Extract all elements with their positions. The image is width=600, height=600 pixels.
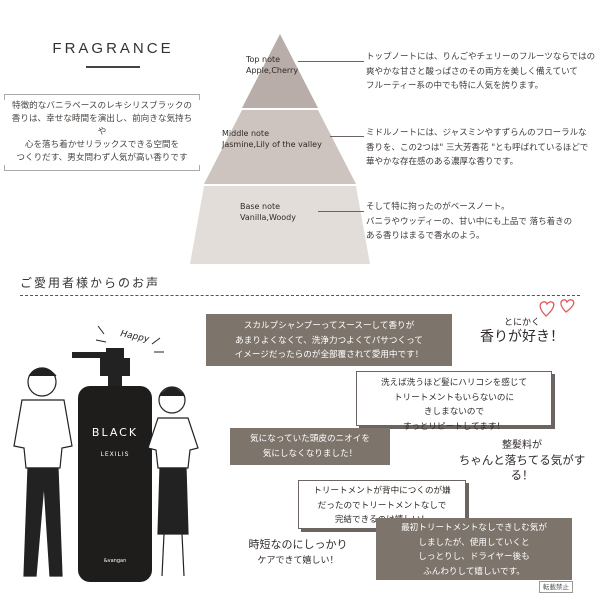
middle-note-label: Middle note Jasmine,Lily of the valley <box>222 128 322 150</box>
review-line: ふんわりして嬉しいです。 <box>423 566 525 577</box>
review-line: イメージだったらのが全部覆されて愛用中です！ <box>234 350 424 360</box>
top-note-title: Top note <box>246 55 281 64</box>
description-line: 華やかな存在感のある濃厚な香りです。 <box>366 157 519 167</box>
bottle-maker-text: &vangan <box>104 558 127 564</box>
shampoo-bottle: BLACK LEXILIS &vangan <box>72 348 152 582</box>
review-line: きしまないので <box>423 407 485 417</box>
base-note-description: そして特に拘ったのがベースノート。 バニラやウッディーの、甘い中にも上品で 落ち… <box>366 200 596 244</box>
description-line: トップノートには、りんごやチェリーのフルーツならではの <box>366 52 596 62</box>
review-card: 洗えば洗うほど髪にハリコシを感じて トリートメントもいらないのに きしまないので… <box>356 371 552 432</box>
voices-section-divider <box>20 295 580 296</box>
review-card: スカルプシャンプーってスースーして香りが あまりよくなくて、洗浄力つよくてパサつ… <box>206 314 452 366</box>
review-line: しましたが、使用していくと <box>418 537 530 548</box>
description-line: 香りは、幸せな時間を演出し、前向きな気持ちや <box>11 114 193 137</box>
pyramid-middle-tier <box>204 110 356 184</box>
comment-big: 時短なのにしっかり <box>248 538 348 551</box>
description-line: フルーティー系の中でも特に人気を誇ります。 <box>366 81 544 91</box>
base-note-label: Base note Vanilla,Woody <box>240 201 296 223</box>
comment-small: ケアできて嬉しい！ <box>257 556 339 566</box>
right-person-figure <box>147 386 199 577</box>
heart-icon <box>560 299 575 313</box>
top-note-description: トップノートには、りんごやチェリーのフルーツならではの 爽やかな甘さと酸っぱさの… <box>366 50 596 94</box>
review-line: すっとリピートしてます！ <box>402 421 506 432</box>
top-note-connector <box>298 61 364 62</box>
description-line: 爽やかな甘さと酸っぱさのその両方を美しく備えていて <box>366 66 578 77</box>
fragrance-title: FRAGRANCE <box>52 40 174 57</box>
description-bracket-top <box>4 94 200 100</box>
review-line: 最初トリートメントなしできしむ気が <box>401 523 547 533</box>
voices-section-title: ご愛用者様からのお声 <box>20 276 161 290</box>
review-line: トリートメントが背中につくのが嫌 <box>313 486 451 496</box>
comment-big: ちゃんと落ちてる気がする！ <box>458 453 586 482</box>
middle-note-connector <box>330 136 364 137</box>
middle-note-notes: Jasmine,Lily of the valley <box>222 140 322 149</box>
description-line: 特徴的なバニラベースのレキシリスブラックの <box>11 101 193 111</box>
review-line: 気になっていた頭皮のニオイを <box>250 434 370 444</box>
description-line: 心を落ち着かせリラックスできる空間を <box>24 140 180 150</box>
description-line: そして特に拘ったのがベースノート。 <box>366 202 510 212</box>
middle-note-title: Middle note <box>222 129 269 138</box>
top-note-notes: Apple,Cherry <box>246 66 299 75</box>
top-note-label: Top note Apple,Cherry <box>246 54 298 76</box>
review-card: 最初トリートメントなしできしむ気が しましたが、使用していくと しっとりし、ドラ… <box>376 518 572 580</box>
fragrance-title-underline <box>86 66 140 68</box>
pyramid-top-tier <box>242 34 318 108</box>
review-card: 気になっていた頭皮のニオイを 気にしなくなりました！ <box>230 428 390 465</box>
description-bracket-bottom <box>4 165 200 171</box>
base-note-title: Base note <box>240 202 281 211</box>
happy-spark-lines <box>95 325 164 353</box>
left-person-figure <box>13 367 73 577</box>
description-line: 香りを、この2つは" 三大芳香花 "とも呼ばれているほどで <box>366 142 589 153</box>
comment-small: 整髪料が <box>502 440 542 451</box>
happy-caption: Happy <box>119 329 150 345</box>
description-line: ある香りはまるで香水のよう。 <box>366 231 485 241</box>
review-line: 洗えば洗うほど髪にハリコシを感じて <box>380 378 528 388</box>
base-note-notes: Vanilla,Woody <box>240 213 296 222</box>
no-reprint-badge: 転載禁止 <box>539 581 573 593</box>
free-comment: とにかく 香りが好き！ <box>462 316 582 344</box>
hearts-icon <box>539 299 575 317</box>
free-comment: 時短なのにしっかり ケアできて嬉しい！ <box>228 536 368 570</box>
base-note-connector <box>318 211 364 212</box>
review-line: スカルプシャンプーってスースーして香りが <box>243 321 415 331</box>
fragrance-pyramid <box>190 34 370 264</box>
description-line: ミドルノートには、ジャスミンやすずらんのフローラルな <box>366 128 587 138</box>
users-with-bottle-illustration: BLACK LEXILIS &vangan Happy <box>13 325 199 582</box>
comment-small: とにかく <box>503 318 540 328</box>
review-line: だったのでトリートメントなしで <box>317 500 447 511</box>
heart-icon <box>539 301 555 317</box>
middle-note-description: ミドルノートには、ジャスミンやすずらんのフローラルな 香りを、この2つは" 三大… <box>366 126 596 170</box>
review-line: しっとりし、ドライヤー後も <box>418 552 530 562</box>
comment-big: 香りが好き！ <box>480 329 564 345</box>
pyramid-base-tier <box>190 186 370 264</box>
fragrance-description: 特徴的なバニラベースのレキシリスブラックの 香りは、幸せな時間を演出し、前向きな… <box>4 94 200 171</box>
description-line: バニラやウッディーの、甘い中にも上品で 落ち着きの <box>366 216 573 227</box>
bottle-brand-text: BLACK <box>92 426 138 439</box>
bottle-sub-text: LEXILIS <box>101 451 130 458</box>
review-line: あまりよくなくて、洗浄力つよくてパサつくって <box>235 335 423 346</box>
review-line: 気にしなくなりました！ <box>262 448 358 459</box>
description-line: つくりだす、男女問わず人気が高い香りです <box>16 153 188 163</box>
review-line: トリートメントもいらないのに <box>393 392 515 403</box>
free-comment: 整髪料が ちゃんと落ちてる気がする！ <box>452 438 592 483</box>
